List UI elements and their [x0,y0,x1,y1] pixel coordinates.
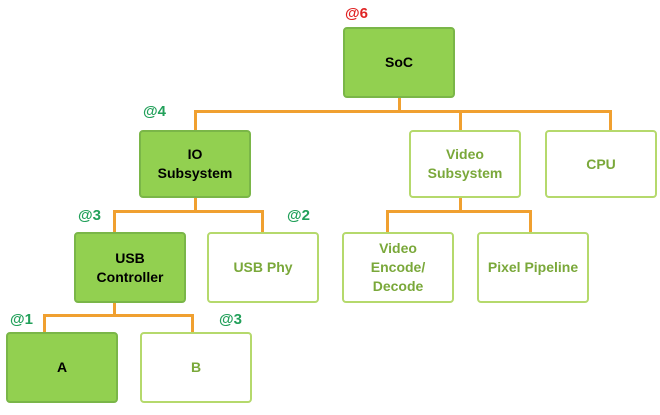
tag-b: @3 [219,311,242,328]
tag-usb-controller: @3 [78,207,101,224]
node-a: A [6,332,118,403]
connector-level1-bar [194,110,612,113]
connector-encode-up [386,210,389,232]
connector-video-down [459,197,462,211]
connector-io-up [194,110,197,131]
node-video-subsystem: Video Subsystem [409,130,521,198]
node-pixel-pipeline: Pixel Pipeline [477,232,589,303]
node-b: B [140,332,252,403]
node-cpu: CPU [545,130,657,198]
connector-io-down [194,197,197,211]
connector-pixel-up [529,210,532,232]
connector-level2-left-bar [113,210,264,213]
tag-soc: @6 [345,5,368,22]
connector-b-up [191,314,194,333]
tag-a: @1 [10,311,33,328]
tag-usb-phy: @2 [287,207,310,224]
node-usb-controller: USB Controller [74,232,186,303]
connector-usbphy-up [261,210,264,232]
connector-video-up [459,110,462,131]
connector-level3-bar [43,314,194,317]
connector-usbctrl-up [113,210,116,232]
tag-io-subsystem: @4 [143,103,166,120]
node-video-encode-decode: Video Encode/ Decode [342,232,454,303]
connector-a-up [43,314,46,333]
node-soc: SoC [343,27,455,98]
connector-cpu-up [609,110,612,131]
connector-usbctrl-down [113,302,116,315]
connector-soc-down [398,97,401,111]
node-usb-phy: USB Phy [207,232,319,303]
connector-level2-right-bar [386,210,532,213]
node-io-subsystem: IO Subsystem [139,130,251,198]
